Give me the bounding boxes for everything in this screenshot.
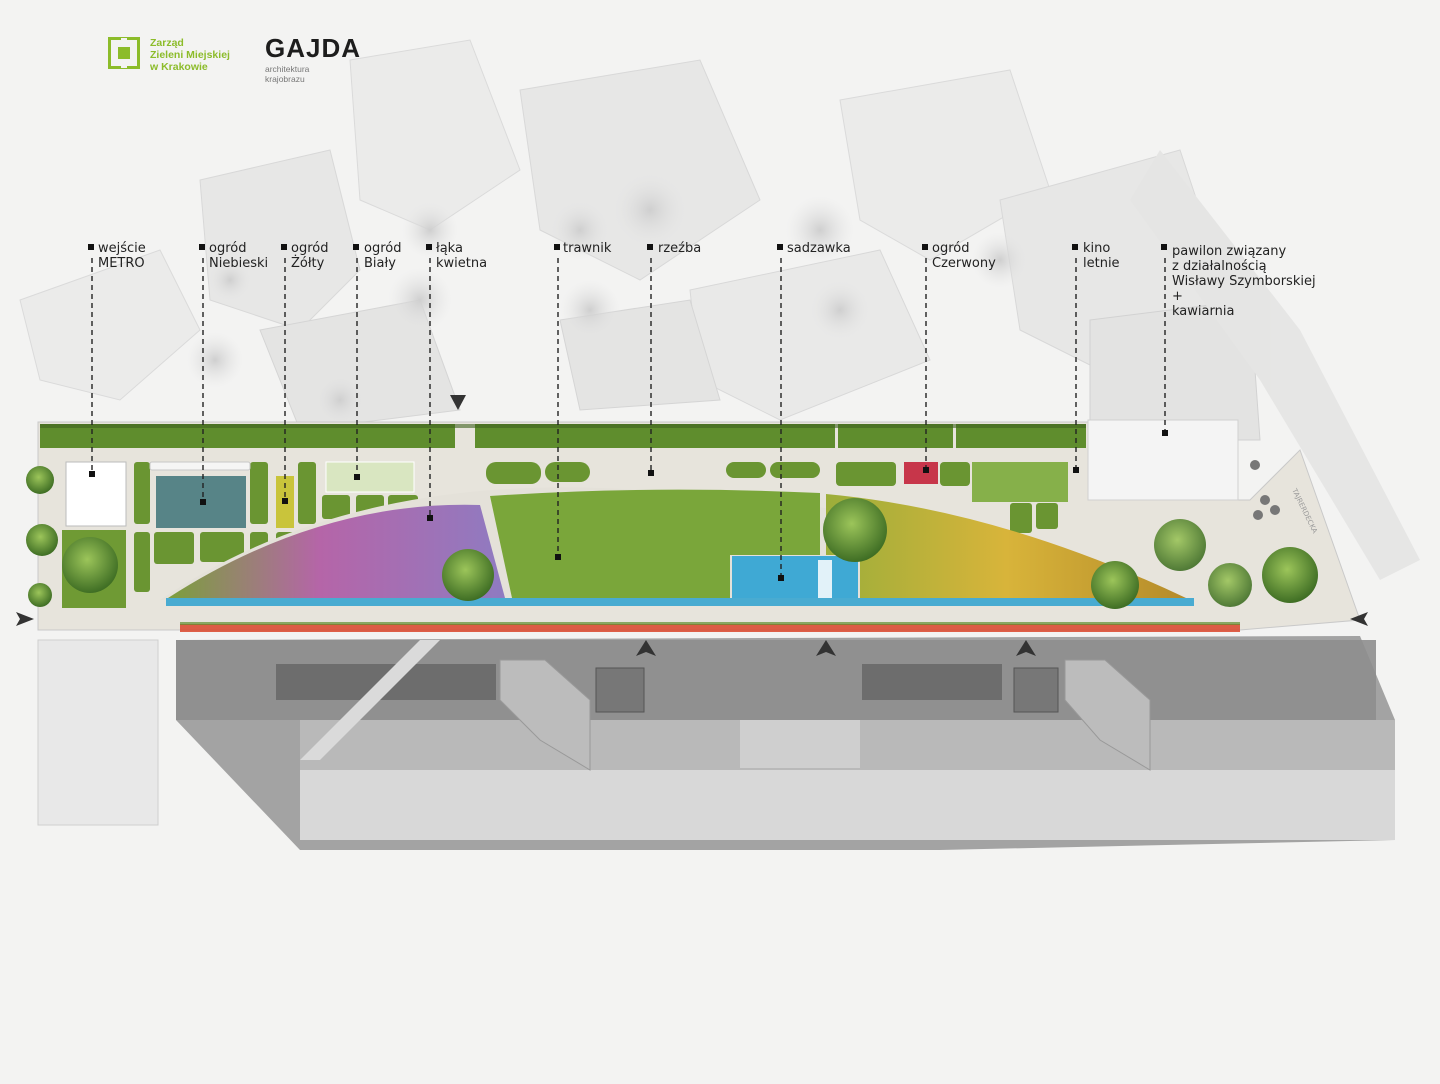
water-channel xyxy=(166,598,1194,606)
callout-sculpture: rzeźba xyxy=(658,241,702,256)
callout-metro: wejście METRO xyxy=(98,241,146,271)
callout-markers xyxy=(88,244,1168,581)
north-hedge xyxy=(40,424,1086,448)
callout-pond: sadzawka xyxy=(787,241,851,256)
zzm-logo: Zarząd Zieleni Miejskiej w Krakowie xyxy=(108,37,230,73)
callout-blue-garden: ogród Niebieski xyxy=(209,241,269,271)
callout-red-garden: ogród Czerwony xyxy=(932,241,996,271)
south-planting xyxy=(180,622,1240,632)
gajda-brand: GAJDA xyxy=(265,33,362,63)
gajda-logo: GAJDA architektura krajobrazu xyxy=(265,34,361,84)
callout-white-garden: ogród Biały xyxy=(364,241,402,271)
callout-pavilion: pawilon związany z działalnością Wisławy… xyxy=(1172,244,1316,319)
context-blocks xyxy=(19,39,1420,580)
callout-yellow-garden: ogród Żółty xyxy=(291,241,329,271)
context-trees xyxy=(187,172,1028,426)
callout-leaders xyxy=(91,258,1166,575)
entrance-arrows xyxy=(16,395,1368,656)
cafe-tables xyxy=(1250,460,1280,520)
south-buildings xyxy=(37,636,1395,850)
zzm-square-logo-icon xyxy=(108,37,140,69)
white-garden-bed xyxy=(325,461,415,493)
callout-lawn: trawnik xyxy=(563,241,612,256)
red-garden-bed xyxy=(904,462,938,484)
park-trees xyxy=(442,498,1318,609)
callout-meadow: łąka kwietna xyxy=(436,241,488,271)
central-park xyxy=(160,487,1194,606)
gajda-subtitle: architektura krajobrazu xyxy=(265,64,310,84)
pond xyxy=(732,556,858,600)
callout-cinema: kino letnie xyxy=(1083,241,1120,271)
metro-area xyxy=(26,461,127,608)
zzm-logo-text: Zarząd Zieleni Miejskiej w Krakowie xyxy=(150,37,230,73)
